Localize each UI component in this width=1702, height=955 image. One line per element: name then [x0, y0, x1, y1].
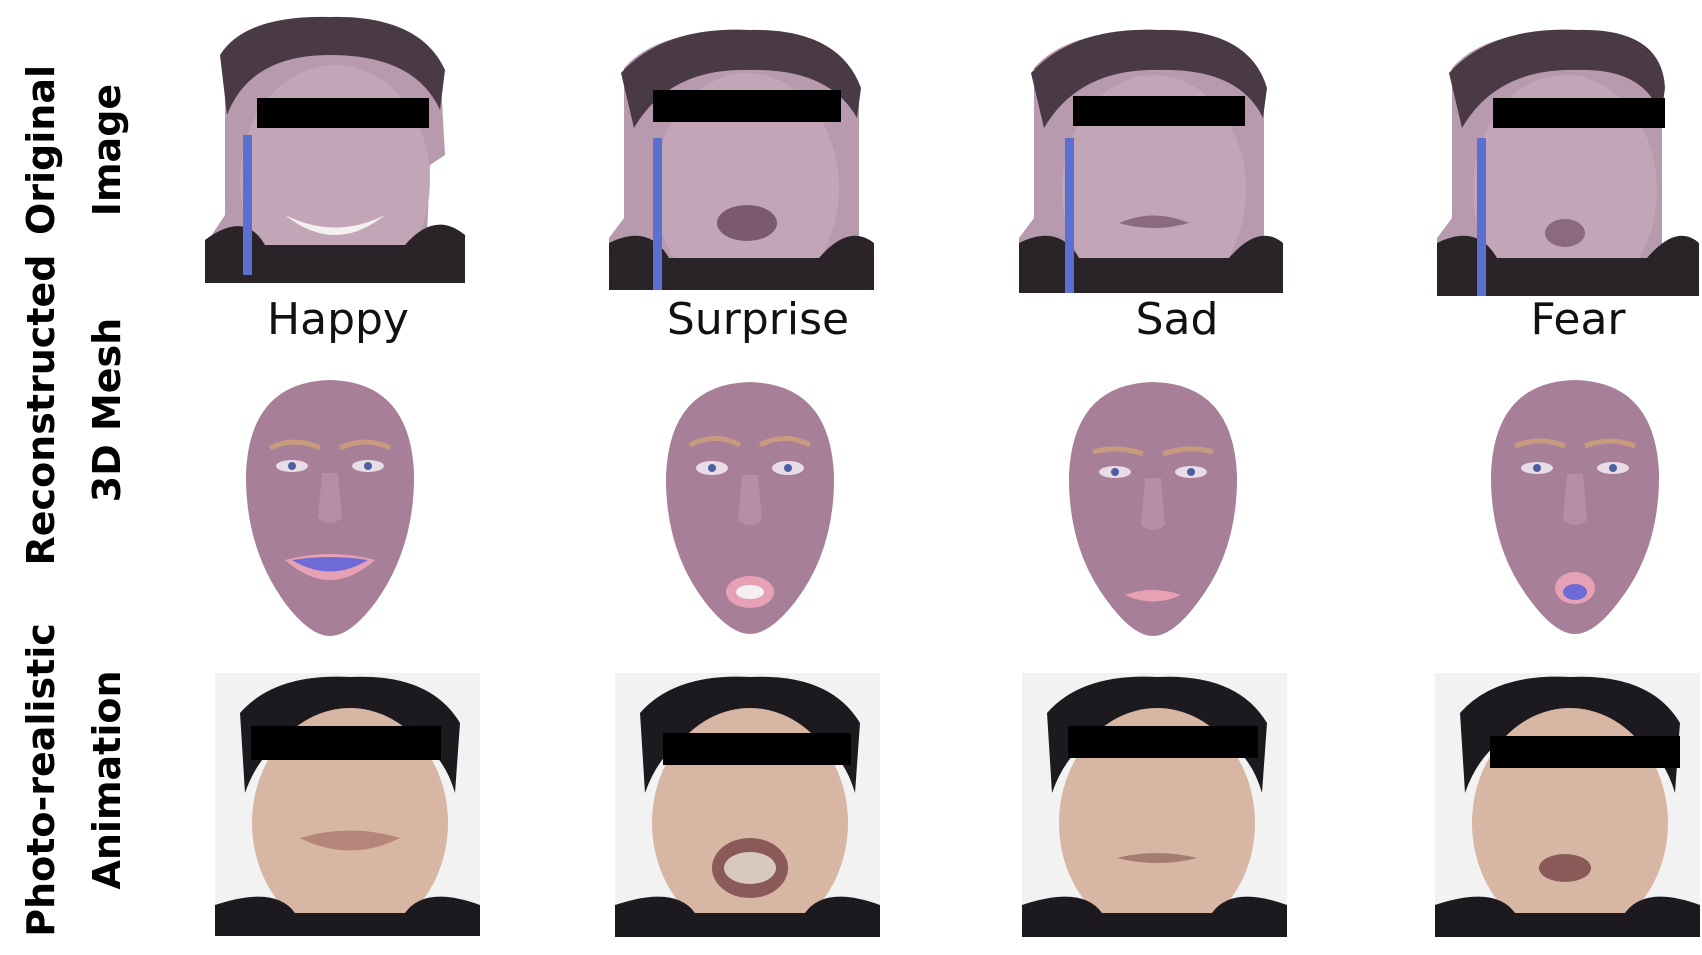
animation-surprise: [615, 673, 880, 937]
censor-bar: [1068, 726, 1258, 758]
animation-happy: [215, 673, 480, 936]
row-label-mesh-line2: 3D Mesh: [85, 317, 129, 503]
original-image-surprise: [609, 28, 874, 290]
row-label-original-line2: Image: [85, 83, 129, 217]
censor-bar: [663, 733, 851, 765]
row-label-original: Original Image: [19, 35, 132, 265]
animation-sad: [1022, 673, 1287, 937]
animation-fear: [1435, 673, 1700, 937]
row-label-photo-line2: Animation: [85, 670, 129, 890]
mesh-sad: [1063, 380, 1243, 638]
original-image-sad: [1019, 28, 1283, 293]
row-label-photo: Photo-realistic Animation: [19, 610, 132, 950]
emotion-label-sad: Sad: [1135, 294, 1219, 345]
row-label-photo-line1: Photo-realistic: [19, 623, 63, 937]
emotion-label-happy: Happy: [267, 294, 409, 345]
original-image-happy: [205, 15, 465, 283]
censor-bar: [257, 98, 429, 128]
row-label-mesh-line1: Reconstructed: [19, 254, 63, 566]
mesh-surprise: [660, 380, 840, 636]
censor-bar: [1073, 96, 1245, 126]
mesh-happy: [240, 378, 420, 638]
censor-bar: [1493, 98, 1665, 128]
original-image-fear: [1437, 28, 1699, 296]
row-label-mesh: Reconstructed 3D Mesh: [19, 245, 132, 575]
censor-bar: [1490, 736, 1680, 768]
mesh-fear: [1487, 378, 1663, 636]
emotion-label-fear: Fear: [1530, 294, 1626, 345]
row-label-original-line1: Original: [19, 64, 63, 236]
emotion-label-surprise: Surprise: [666, 294, 850, 345]
censor-bar: [653, 90, 841, 122]
censor-bar: [251, 726, 441, 760]
